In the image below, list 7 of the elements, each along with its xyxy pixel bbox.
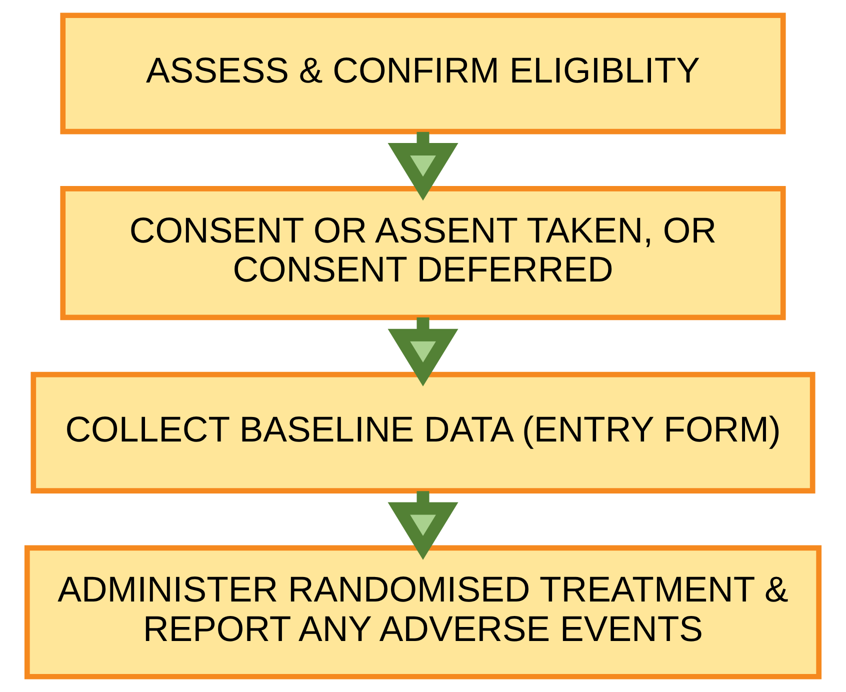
node-box: CONSENT OR ASSENT TAKEN, OR CONSENT DEFERRED — [60, 186, 786, 320]
node-box: COLLECT BASELINE DATA (ENTRY FORM) — [30, 372, 816, 494]
arrow — [388, 132, 458, 201]
arrow — [388, 317, 458, 386]
node-box: ADMINISTER RANDOMISED TREATMENT & REPORT ANY ADVERSE EVENTS — [24, 545, 822, 680]
arrow — [388, 491, 458, 560]
node-box: ASSESS & CONFIRM ELIGIBLITY — [60, 12, 786, 134]
